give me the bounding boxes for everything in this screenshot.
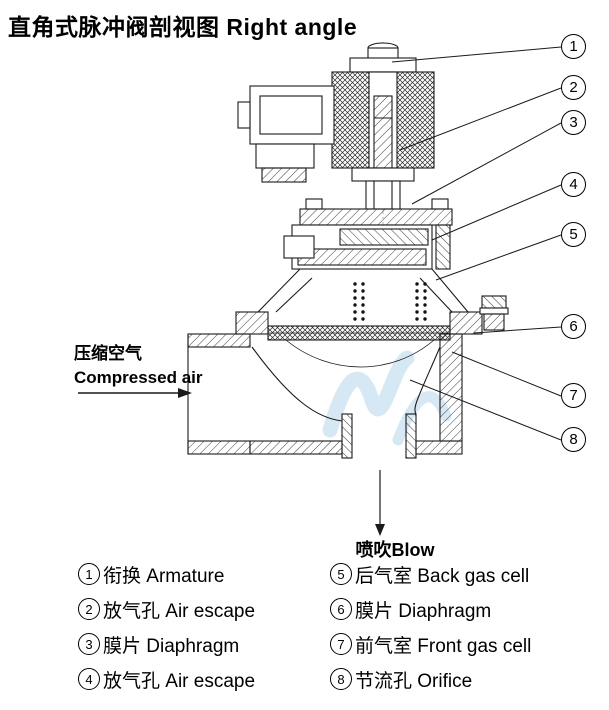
legend-number-1: 1 (78, 563, 100, 585)
legend-text-1: 衔换 Armature (103, 565, 225, 587)
callout-7-number: 7 (569, 387, 578, 404)
callout-3: 3 (561, 110, 586, 135)
legend-item-diaphragm-6: 6 膜片 Diaphragm (330, 597, 531, 622)
legend-text-6: 膜片 Diaphragm (355, 600, 492, 622)
callout-3-number: 3 (569, 114, 578, 131)
callout-4-number: 4 (569, 176, 578, 193)
legend-item-front-gas-cell: 7 前气室 Front gas cell (330, 632, 532, 657)
diaphragm-membrane (267, 325, 451, 341)
legend-number-7: 7 (330, 633, 352, 655)
pilot-valve-head (283, 198, 453, 270)
callout-2: 2 (561, 75, 586, 100)
legend-item-diaphragm-3: 3 膜片 Diaphragm (78, 632, 330, 657)
legend-item-air-escape-4: 4 放气孔 Air escape (78, 667, 330, 692)
callout-6: 6 (561, 314, 586, 339)
callout-2-number: 2 (569, 79, 578, 96)
spring-dots (353, 282, 427, 321)
inlet-label-cn: 压缩空气 (74, 344, 142, 363)
legend-number-5: 5 (330, 563, 352, 585)
inlet-arrow (78, 388, 192, 398)
legend-text-4: 放气孔 Air escape (103, 670, 256, 692)
legend-number-4: 4 (78, 668, 100, 690)
legend-item-back-gas-cell: 5 后气室 Back gas cell (330, 562, 531, 587)
outlet-label: 喷吹Blow (355, 540, 435, 560)
electrical-connector (237, 85, 335, 183)
callout-8: 8 (561, 427, 586, 452)
callout-1: 1 (561, 34, 586, 59)
callout-8-number: 8 (569, 431, 578, 448)
solenoid-coil-assembly (331, 42, 435, 169)
callout-1-number: 1 (569, 38, 578, 55)
legend-text-7: 前气室 Front gas cell (355, 635, 532, 657)
legend-text-3: 膜片 Diaphragm (103, 635, 240, 657)
callout-7: 7 (561, 383, 586, 408)
legend-number-3: 3 (78, 633, 100, 655)
legend-column-right: 5 后气室 Back gas cell 6 膜片 Diaphragm 7 前气室… (330, 562, 532, 692)
legend: 1 衔换 Armature 2 放气孔 Air escape 3 膜片 Diap… (78, 562, 532, 692)
inlet-label: 压缩空气 Compressed air (74, 342, 203, 390)
legend-text-8: 节流孔 Orifice (355, 670, 473, 692)
legend-column-left: 1 衔换 Armature 2 放气孔 Air escape 3 膜片 Diap… (78, 562, 330, 692)
inlet-label-en: Compressed air (74, 368, 203, 387)
coil-nut-and-stem (351, 167, 415, 210)
legend-item-orifice: 8 节流孔 Orifice (330, 667, 531, 692)
legend-number-2: 2 (78, 598, 100, 620)
valve-body (187, 333, 463, 459)
legend-number-6: 6 (330, 598, 352, 620)
diaphragm-flange (235, 295, 509, 335)
callout-5: 5 (561, 222, 586, 247)
legend-item-air-escape-2: 2 放气孔 Air escape (78, 597, 330, 622)
callout-6-number: 6 (569, 318, 578, 335)
callout-4: 4 (561, 172, 586, 197)
outlet-arrow (375, 470, 385, 536)
legend-text-5: 后气室 Back gas cell (355, 565, 530, 587)
legend-text-2: 放气孔 Air escape (103, 600, 256, 622)
callout-5-number: 5 (569, 226, 578, 243)
page-title: 直角式脉冲阀剖视图 Right angle (8, 14, 358, 40)
callout-leader-lines (391, 46, 562, 441)
legend-item-armature: 1 衔换 Armature (78, 562, 330, 587)
legend-number-8: 8 (330, 668, 352, 690)
